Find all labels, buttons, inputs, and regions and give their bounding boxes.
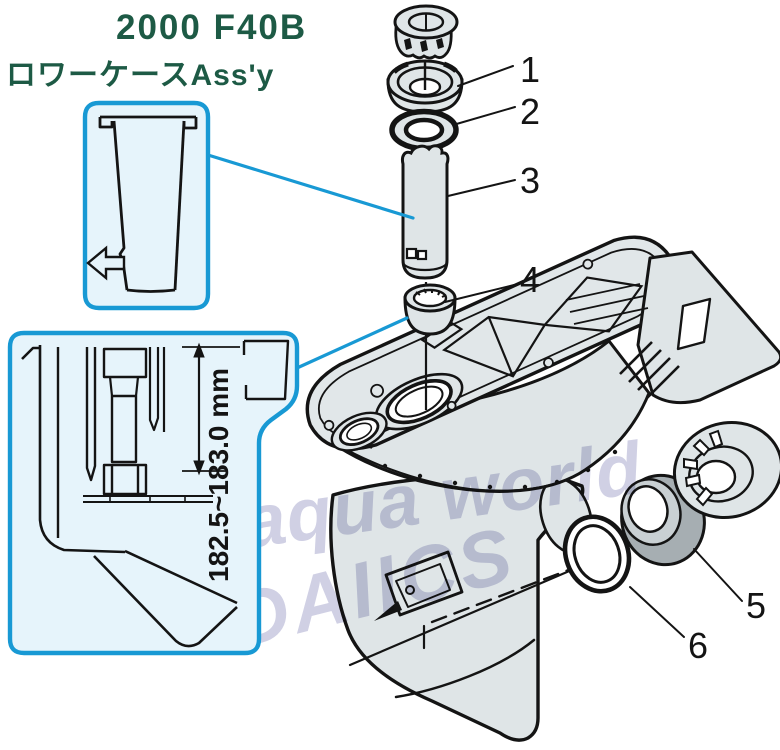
washer-part2 (389, 108, 459, 152)
part-label-3: 3 (520, 160, 540, 201)
detail-callout-sleeve (82, 100, 211, 311)
part-leader-lines (444, 65, 743, 638)
bevel-gear (672, 420, 780, 520)
part-label-4: 4 (520, 259, 540, 300)
rim-bolt-dots (347, 449, 618, 490)
fin-hatches (619, 341, 680, 399)
locknut (393, 4, 459, 60)
fin-hole (676, 297, 712, 351)
skeg-inner-line (394, 638, 536, 699)
driveshaft-sleeve-part3 (401, 144, 450, 280)
part-label-5: 5 (746, 585, 766, 626)
case-section-drawing (21, 339, 290, 648)
deck-rim-wall (308, 338, 651, 493)
leader-to-sleeve (206, 153, 415, 220)
dimension-arrow (182, 342, 240, 476)
deck-speed-lines (565, 283, 649, 325)
detail-callout-measurement: 182.5~183.0 mm (7, 330, 300, 656)
part-label-6: 6 (688, 625, 708, 666)
trim-fin (565, 250, 780, 405)
part-number-labels: 1 2 3 4 5 6 (520, 49, 766, 666)
needle-bearing-part4 (403, 283, 457, 336)
callout-leader-lines (206, 153, 415, 370)
sleeve-section-drawing (98, 115, 198, 293)
seal-ring-part6 (562, 514, 632, 594)
body-chamfer-line (348, 561, 590, 667)
drain-plug (374, 550, 464, 621)
page-title-assembly: ロワーケースAss'y (6, 59, 275, 92)
part-label-2: 2 (520, 91, 540, 132)
deck-face (305, 235, 679, 452)
tapered-bearing-part5 (620, 473, 706, 567)
leader-to-bearing (295, 316, 409, 370)
dimension-label: 182.5~183.0 mm (203, 368, 234, 582)
part-label-1: 1 (520, 49, 540, 90)
direction-arrow-icon (86, 245, 126, 281)
plug-arrow (374, 601, 402, 621)
page-title-model: 2000 F40B (116, 8, 308, 47)
bearing-housing-part1 (386, 59, 464, 114)
